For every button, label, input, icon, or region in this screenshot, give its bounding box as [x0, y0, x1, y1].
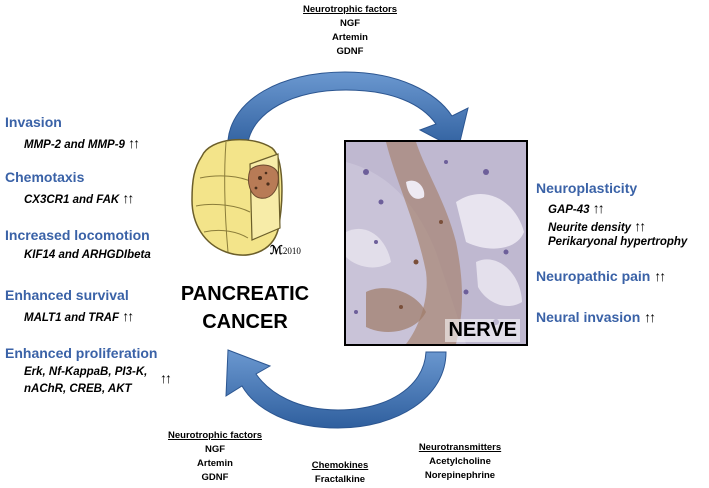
top-factor-item: Artemin — [332, 32, 368, 43]
neurite-density-item: Neurite density ↑↑ — [548, 218, 646, 234]
bottom-neurotransmitters: Neurotransmitters Acetylcholine Norepine… — [400, 442, 520, 481]
gap43-item: GAP-43 ↑↑ — [548, 200, 605, 216]
increase-arrows-icon: ↑↑ — [634, 218, 646, 234]
bottom-factor-item: Artemin — [197, 458, 233, 469]
invasion-detail: MMP-2 and MMP-9 ↑↑ — [24, 135, 140, 151]
survival-heading: Enhanced survival — [5, 287, 129, 303]
nerve-histology-image: NERVE — [344, 140, 528, 346]
bottom-factor-item: GDNF — [201, 472, 229, 483]
increase-arrows-icon: ↑↑ — [160, 370, 172, 386]
top-factors: Neurotrophic factors NGF Artemin GDNF — [290, 4, 410, 57]
bottom-chemokines: Chemokines Fractalkine — [295, 460, 385, 485]
survival-detail: MALT1 and TRAF ↑↑ — [24, 308, 134, 324]
neuroplasticity-heading: Neuroplasticity — [536, 180, 638, 196]
bottom-factor-item: NGF — [204, 444, 226, 455]
bottom-factors-title: Neurotrophic factors — [168, 430, 262, 441]
pancreas-icon — [191, 138, 283, 256]
locomotion-heading: Increased locomotion — [5, 227, 150, 243]
proliferation-detail-1: Erk, Nf-KappaB, PI3-K, — [24, 366, 148, 378]
neurotransmitters-title: Neurotransmitters — [418, 442, 502, 453]
increase-arrows-icon: ↑↑ — [128, 135, 140, 151]
neurotransmitter-item: Acetylcholine — [429, 456, 491, 467]
bottom-arrow — [225, 349, 447, 429]
chemotaxis-detail: CX3CR1 and FAK ↑↑ — [24, 190, 134, 206]
bottom-neurotrophic-factors: Neurotrophic factors NGF Artemin GDNF — [155, 430, 275, 483]
neurotransmitter-item: Norepinephrine — [424, 470, 496, 481]
increase-arrows-icon: ↑↑ — [122, 308, 134, 324]
neuropathic-pain-heading: Neuropathic pain ↑↑ — [536, 268, 666, 284]
increase-arrows-icon: ↑↑ — [644, 309, 656, 325]
locomotion-detail: KIF14 and ARHGDIbeta — [24, 249, 151, 261]
perikaryonal-item: Perikaryonal hypertrophy — [548, 236, 688, 248]
chemokines-title: Chemokines — [311, 460, 369, 471]
histology-texture — [346, 142, 526, 344]
increase-arrows-icon: ↑↑ — [592, 200, 605, 216]
top-factor-item: NGF — [339, 18, 361, 29]
top-factors-title: Neurotrophic factors — [303, 4, 397, 15]
proliferation-heading: Enhanced proliferation — [5, 345, 158, 361]
proliferation-arrows: ↑↑ — [160, 370, 172, 386]
increase-arrows-icon: ↑↑ — [654, 268, 666, 284]
nerve-label: NERVE — [445, 319, 520, 342]
top-factor-item: GDNF — [336, 46, 364, 57]
invasion-heading: Invasion — [5, 114, 62, 130]
signature-mark-icon: ℳ — [270, 243, 283, 257]
chemokine-item: Fractalkine — [314, 474, 366, 485]
signature: ℳ2010 — [270, 243, 301, 257]
top-arrow — [227, 71, 469, 151]
pancreatic-cancer-label: PANCREATIC CANCER — [180, 283, 310, 333]
neural-invasion-heading: Neural invasion ↑↑ — [536, 309, 656, 325]
increase-arrows-icon: ↑↑ — [122, 190, 134, 206]
chemotaxis-heading: Chemotaxis — [5, 169, 85, 185]
pancreas-illustration — [191, 138, 283, 256]
proliferation-detail-2: nAChR, CREB, AKT — [24, 383, 132, 395]
